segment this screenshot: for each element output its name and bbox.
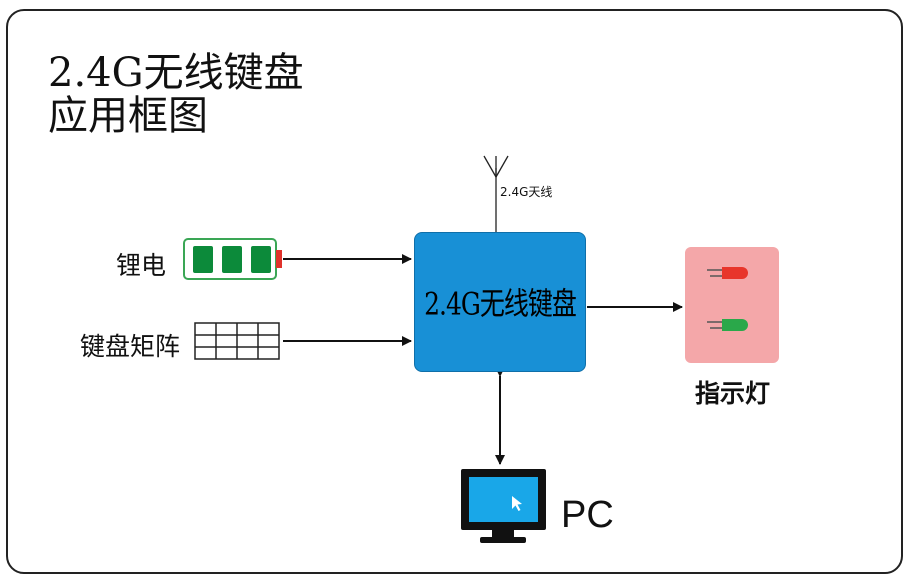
battery-icon [183,238,282,280]
wireless-keyboard-chip: 2.4G无线键盘 [414,232,586,372]
indicator-leds [707,267,748,331]
pc-label: PC [561,494,614,536]
title-line-1: 2.4G无线键盘 [48,50,304,96]
monitor-icon [461,469,546,543]
cursor-icon [512,496,522,511]
keyboard-matrix-icon [194,322,280,360]
indicator-label: 指示灯 [695,379,771,408]
battery-label: 锂电 [116,251,167,280]
title-line-2: 应用框图 [48,93,208,139]
diagram-title: 2.4G无线键盘 应用框图 [48,52,304,138]
indicator-panel [685,247,779,363]
antenna-label: 2.4G天线 [500,185,553,199]
keyboard-matrix-label: 键盘矩阵 [80,332,181,361]
red-led-icon [707,267,748,279]
chip-label: 2.4G无线键盘 [424,285,577,322]
green-led-icon [707,319,748,331]
diagram-frame [6,9,903,574]
antenna-icon [483,155,509,232]
